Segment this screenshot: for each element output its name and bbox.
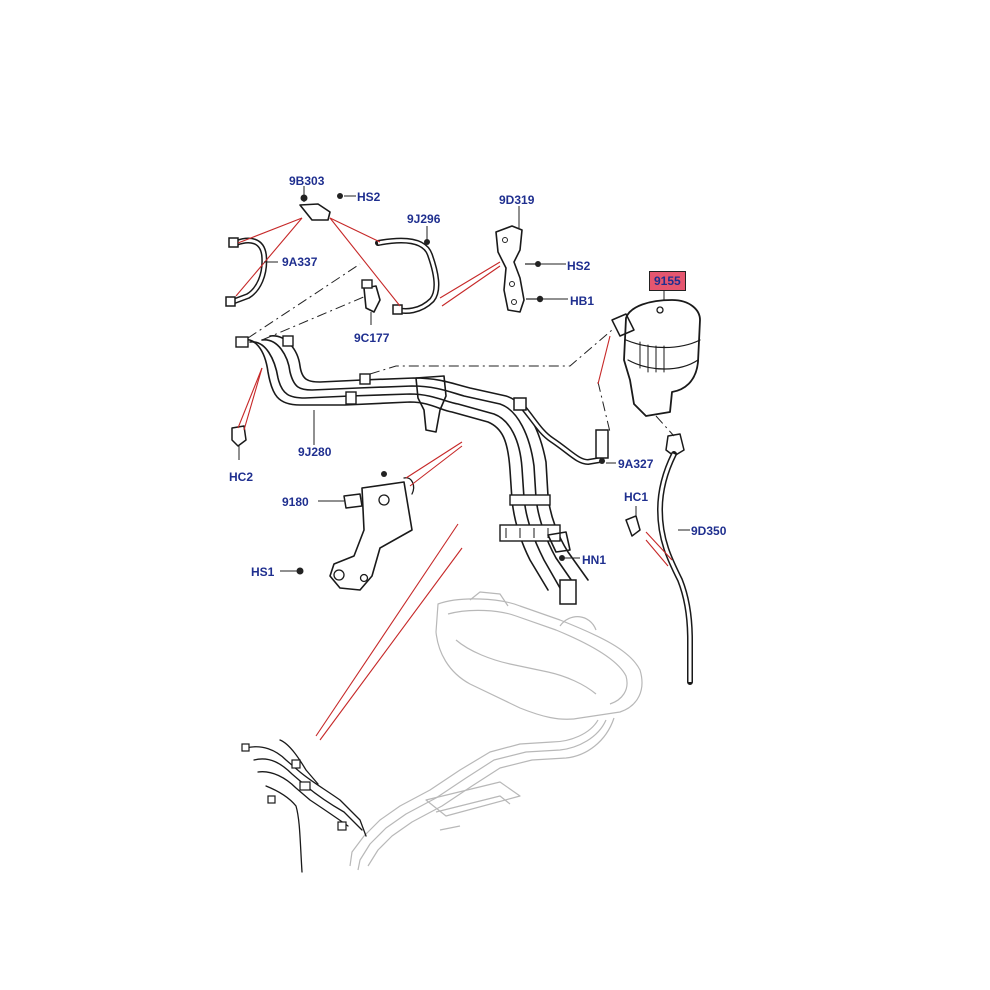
harness-assembly-overview (241, 739, 367, 873)
callout-9D350: 9D350 (691, 524, 727, 538)
callout-9D319: 9D319 (499, 193, 535, 207)
hose-bundle-9J280 (235, 335, 589, 605)
hose-9A327 (513, 397, 609, 465)
callout-HC2: HC2 (229, 470, 254, 484)
callout-9180: 9180 (282, 495, 309, 509)
callout-HS2-bracket: HS2 (567, 259, 591, 273)
callout-9A327: 9A327 (618, 457, 654, 471)
callout-HS1: HS1 (251, 565, 275, 579)
red-pointer-lines (235, 217, 673, 741)
callout-9J296: 9J296 (407, 212, 441, 226)
hose-9A337 (225, 237, 268, 307)
callout-HN1: HN1 (582, 553, 607, 567)
clip-HC1 (625, 506, 641, 537)
callout-9C177: 9C177 (354, 331, 390, 345)
tube-9D350 (657, 451, 693, 685)
connector-9C177 (361, 279, 381, 325)
bracket-9D319 (495, 225, 544, 313)
callout-9J280: 9J280 (298, 445, 332, 459)
vehicle-underbody-overview (349, 591, 643, 871)
callout-HC1: HC1 (624, 490, 649, 504)
callout-leaders (264, 186, 690, 531)
callout-9B303: 9B303 (289, 174, 325, 188)
sensor-9B303 (299, 192, 343, 221)
callout-9155-highlighted: 9155 (649, 271, 686, 291)
callout-HS2-top: HS2 (357, 190, 381, 204)
canister-9155 (611, 290, 701, 457)
fastener-HN1 (559, 555, 580, 561)
callout-9A337: 9A337 (282, 255, 318, 269)
bracket-9180 (280, 471, 415, 591)
assembly-leader-lines (247, 263, 675, 437)
callout-HB1: HB1 (570, 294, 595, 308)
hose-9J296 (375, 237, 440, 315)
clip-HC2 (231, 425, 247, 460)
